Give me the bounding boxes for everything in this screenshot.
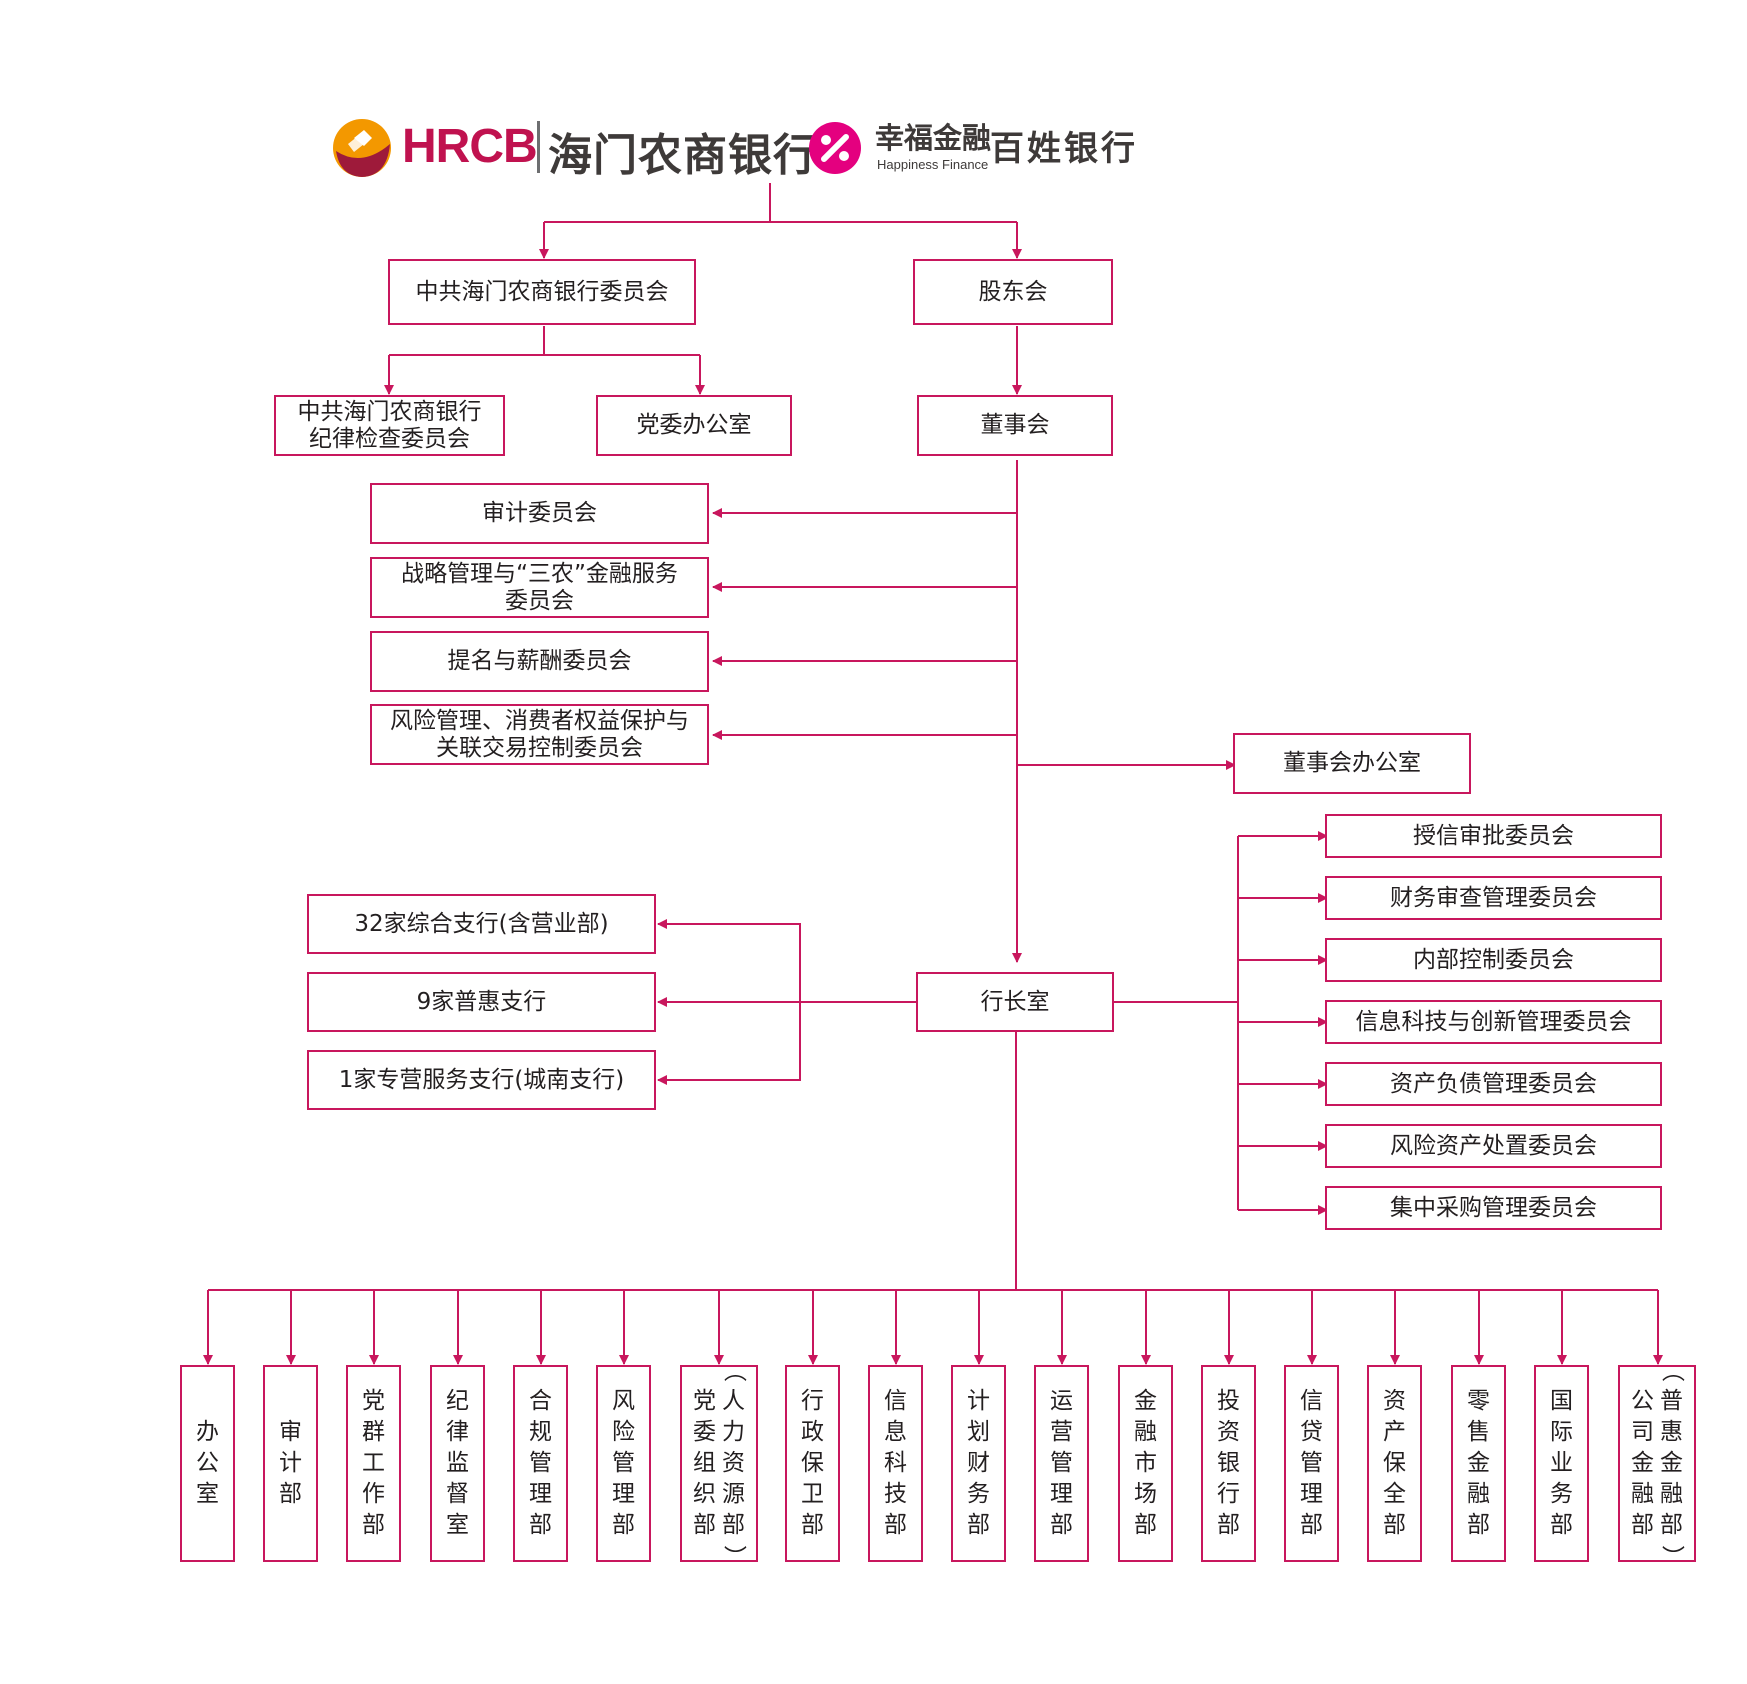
discipline-committee-box: 中共海门农商银行 纪律检查委员会: [274, 395, 505, 456]
department-box: 计划财务部: [951, 1365, 1006, 1562]
management-committee: 风险资产处置委员会: [1325, 1124, 1662, 1168]
logo-header: HRCB 海门农商银行 幸福金融 Happiness Finance 百姓银行: [330, 113, 1160, 185]
happiness-logo-icon: [809, 122, 861, 174]
board-committee: 风险管理、消费者权益保护与 关联交易控制委员会: [370, 704, 709, 765]
department-box: 党群工作部: [346, 1365, 401, 1562]
slogan-cn: 幸福金融: [875, 121, 992, 155]
management-committee: 信息科技与创新管理委员会: [1325, 1000, 1662, 1044]
department-box: 投资银行部: [1201, 1365, 1256, 1562]
department-label: 合规管理部: [529, 1388, 552, 1538]
department-label: 计划财务部: [967, 1388, 990, 1538]
management-committee: 资产负债管理委员会: [1325, 1062, 1662, 1106]
department-label: 审计部: [279, 1419, 302, 1507]
department-label: 党委组织部: [693, 1388, 716, 1538]
branch-box: 1家专营服务支行(城南支行): [307, 1050, 656, 1110]
department-label: 党群工作部: [362, 1388, 385, 1538]
department-label: 运营管理部: [1050, 1388, 1073, 1538]
department-label: 资产保全部: [1383, 1388, 1406, 1538]
branch-box: 9家普惠支行: [307, 972, 656, 1032]
department-box: 金融市场部: [1118, 1365, 1173, 1562]
department-label: 公司金融部: [1631, 1388, 1654, 1538]
department-box: 风险管理部: [596, 1365, 651, 1562]
board-committee: 战略管理与“三农”金融服务 委员会: [370, 557, 709, 618]
board-committee: 提名与薪酬委员会: [370, 631, 709, 692]
department-label: （人力资源部）: [721, 1359, 747, 1568]
department-label: 零售金融部: [1467, 1388, 1490, 1538]
hrcb-logo-icon: [333, 119, 391, 177]
department-box: 零售金融部: [1451, 1365, 1506, 1562]
department-label: 风险管理部: [612, 1388, 635, 1538]
brand-cn: 海门农商银行: [548, 130, 818, 181]
shareholders-box: 股东会: [913, 259, 1113, 325]
brand-en: HRCB: [402, 120, 538, 173]
department-box: （人力资源部）党委组织部: [680, 1359, 758, 1568]
tagline: 百姓银行: [990, 129, 1138, 169]
branch-box: 32家综合支行(含营业部): [307, 894, 656, 954]
board-committee: 审计委员会: [370, 483, 709, 544]
department-box: 运营管理部: [1034, 1365, 1089, 1562]
department-box: 行政保卫部: [785, 1365, 840, 1562]
department-label: 办公室: [196, 1419, 219, 1507]
department-box: 信息科技部: [868, 1365, 923, 1562]
department-label: 国际业务部: [1550, 1388, 1573, 1538]
department-label: （普惠金融部）: [1659, 1359, 1685, 1568]
brand-separator: [537, 121, 540, 173]
slogan-en: Happiness Finance: [877, 157, 989, 172]
management-committee: 集中采购管理委员会: [1325, 1186, 1662, 1230]
department-label: 信贷管理部: [1300, 1388, 1323, 1538]
department-box: 资产保全部: [1367, 1365, 1422, 1562]
department-box: 纪律监督室: [430, 1365, 485, 1562]
department-box: 合规管理部: [513, 1365, 568, 1562]
management-committee: 财务审查管理委员会: [1325, 876, 1662, 920]
board-office-box: 董事会办公室: [1233, 733, 1471, 794]
department-label: 信息科技部: [884, 1388, 907, 1538]
party-office-box: 党委办公室: [596, 395, 792, 456]
department-box: 国际业务部: [1534, 1365, 1589, 1562]
department-box: 信贷管理部: [1284, 1365, 1339, 1562]
management-committee: 内部控制委员会: [1325, 938, 1662, 982]
party-committee-box: 中共海门农商银行委员会: [388, 259, 696, 325]
department-label: 金融市场部: [1134, 1388, 1157, 1538]
board-box: 董事会: [917, 395, 1113, 456]
department-label: 投资银行部: [1217, 1388, 1240, 1538]
president-office-box: 行长室: [916, 972, 1114, 1032]
management-committee: 授信审批委员会: [1325, 814, 1662, 858]
department-label: 行政保卫部: [801, 1388, 824, 1538]
department-box: 审计部: [263, 1365, 318, 1562]
department-label: 纪律监督室: [446, 1388, 469, 1538]
department-box: 办公室: [180, 1365, 235, 1562]
